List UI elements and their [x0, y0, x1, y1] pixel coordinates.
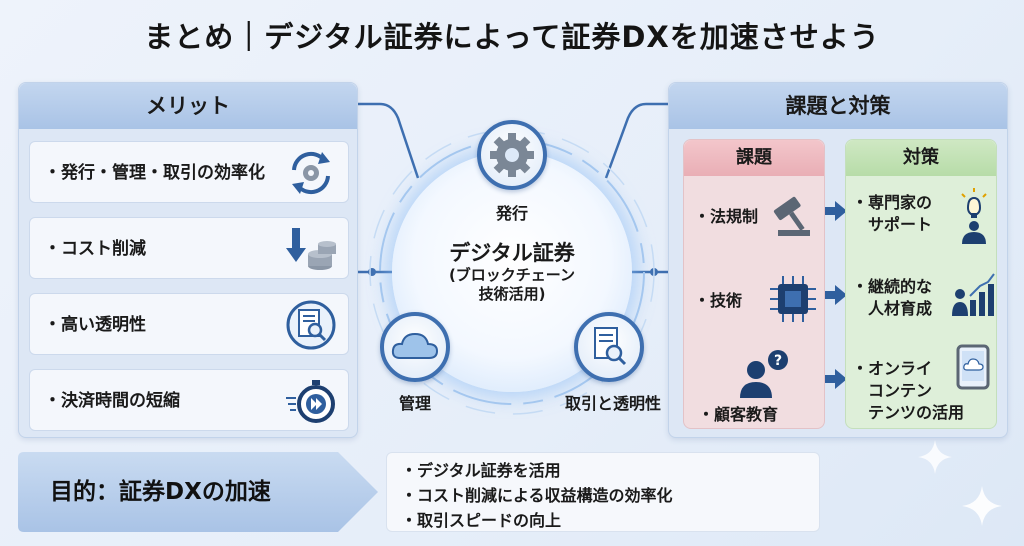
arrow-right-icon — [825, 201, 847, 221]
kadai-item-label: ・顧客教育 — [698, 405, 779, 424]
issue-node-label: 発行 — [495, 204, 528, 223]
goal-item: ・デジタル証券を活用 — [401, 461, 561, 480]
manage-node-label: 管理 — [398, 394, 431, 413]
document-search-icon — [594, 327, 627, 366]
trade-node-label: 取引と透明性 — [564, 394, 661, 413]
taisaku-heading: 対策 — [846, 140, 996, 176]
taisaku-item-line1: ・専門家の — [852, 193, 933, 212]
goal-label: 目的：証券DXの加速 — [50, 479, 271, 505]
growth-chart-icon — [952, 273, 995, 316]
center-subtitle-line2: 技術活用) — [478, 285, 546, 303]
center-title: デジタル証券 — [449, 241, 575, 265]
person-question-icon: ? — [740, 350, 788, 398]
taisaku-item-line1: ・オンライ — [852, 359, 933, 378]
merit-item-settlement: ・決済時間の短縮 — [29, 369, 349, 431]
issues-heading: 課題と対策 — [669, 83, 1007, 129]
gear-icon — [490, 133, 534, 177]
sparkle-icon — [962, 486, 1002, 526]
merit-item-label: ・コスト削減 — [44, 239, 146, 259]
cycle-gear-icon — [292, 151, 330, 195]
merit-item-cost: ・コスト削減 — [29, 217, 349, 279]
stopwatch-icon — [286, 380, 335, 423]
issues-panel: 課題と対策 課題 ・法規制 ・技術 ? — [668, 82, 1008, 438]
gavel-icon — [773, 196, 810, 236]
kadai-item-label: ・法規制 — [694, 207, 759, 226]
merit-item-efficiency: ・発行・管理・取引の効率化 — [29, 141, 349, 203]
merit-panel: メリット ・発行・管理・取引の効率化 ・コスト削減 ・高い透明性 — [18, 82, 358, 438]
merit-item-label: ・高い透明性 — [44, 315, 146, 335]
merit-item-label: ・決済時間の短縮 — [44, 391, 180, 411]
merit-item-label: ・発行・管理・取引の効率化 — [44, 163, 265, 183]
arrow-right-icon — [825, 369, 847, 389]
arrow-right-icon — [825, 285, 847, 305]
cost-down-icon — [286, 228, 336, 270]
trade-node — [574, 312, 644, 382]
center-label: デジタル証券 (ブロックチェーン 技術活用) — [392, 240, 632, 304]
page-title: まとめ｜デジタル証券によって証券DXを加速させよう — [144, 20, 880, 54]
taisaku-item-line2: 人材育成 — [868, 299, 933, 318]
cloud-icon — [391, 332, 439, 359]
center-subtitle-line1: (ブロックチェーン — [448, 266, 576, 284]
sparkle-icon — [918, 440, 952, 474]
kadai-item-label: ・技術 — [694, 291, 743, 310]
taisaku-item-line3: テンツの活用 — [868, 403, 965, 422]
expert-idea-icon — [961, 188, 987, 244]
merit-heading: メリット — [19, 83, 357, 129]
goal-item: ・コスト削減による収益構造の効率化 — [401, 486, 673, 505]
goal-list: ・デジタル証券を活用 ・コスト削減による収益構造の効率化 ・取引スピードの向上 — [386, 452, 820, 532]
goal-banner — [18, 452, 378, 532]
issue-node — [477, 120, 547, 190]
taisaku-column: 対策 ・専門家の サポート ・継続的な 人材育成 ・オンライ コンテン テンツの… — [845, 139, 997, 429]
taisaku-item-line1: ・継続的な — [852, 277, 933, 296]
kadai-heading: 課題 — [684, 140, 824, 176]
document-search-icon — [286, 300, 336, 350]
kadai-column: 課題 ・法規制 ・技術 ? ・顧客教育 — [683, 139, 825, 429]
goal-item: ・取引スピードの向上 — [401, 511, 562, 530]
tablet-icon — [956, 344, 990, 390]
merit-item-transparency: ・高い透明性 — [29, 293, 349, 355]
chip-icon — [770, 276, 816, 322]
svg-text:?: ? — [774, 353, 782, 369]
taisaku-item-line2: サポート — [868, 215, 933, 234]
taisaku-item-line2: コンテン — [868, 381, 933, 400]
manage-node — [380, 312, 450, 382]
